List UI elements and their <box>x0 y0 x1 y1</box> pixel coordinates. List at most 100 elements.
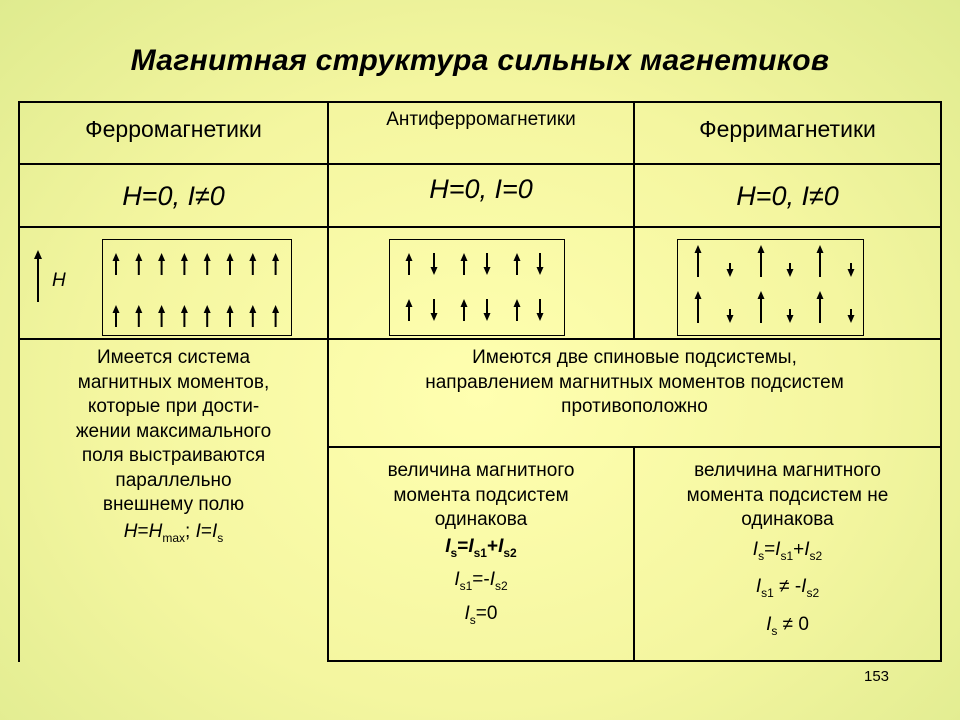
f-sub: s1 <box>459 579 473 594</box>
table-line <box>18 338 942 340</box>
slide-title: Магнитная структура сильных магнетиков <box>130 44 830 77</box>
shared-text-line: противоположно <box>561 396 708 417</box>
spin-up-arrow-icon <box>180 305 188 327</box>
ferro-text-line: которые при дости- <box>87 396 260 417</box>
antiferro-spin-box <box>389 239 565 336</box>
spin-up-arrow-icon <box>158 305 166 327</box>
f-sym: I <box>775 538 781 560</box>
ferro-text-line: магнитных моментов, <box>77 371 270 393</box>
f-sym: I <box>498 535 504 557</box>
spin-up-arrow-icon <box>226 305 234 327</box>
spin-down-arrow-icon <box>536 253 544 275</box>
shared-description: Имеются две спиновые подсистемы, направл… <box>329 346 940 420</box>
spin-down-arrow-icon <box>430 299 438 321</box>
f-op: ≠ - <box>773 576 802 598</box>
spin-up-arrow-icon <box>158 253 166 275</box>
ferri-formula-1: Is=Is1+Is2 <box>635 536 940 570</box>
spin-up-arrow-icon <box>203 305 211 327</box>
shared-text-line: направлением магнитных моментов подсисте… <box>425 371 844 393</box>
ferro-formula: H=Hmax; I=Is <box>22 520 325 550</box>
f-sym: I <box>804 538 810 560</box>
f-sym: I <box>195 520 201 542</box>
table-line <box>18 101 20 662</box>
spin-up-arrow-icon <box>405 299 413 321</box>
spin-up-arrow-icon <box>694 245 702 277</box>
f-op: = <box>457 535 469 557</box>
f-sub: s2 <box>806 586 820 601</box>
spin-down-arrow-icon <box>726 263 734 277</box>
spin-up-arrow-icon <box>112 305 120 327</box>
f-sub: s1 <box>761 586 774 601</box>
f-sym: H <box>148 520 163 542</box>
f-op: + <box>486 535 499 557</box>
spin-up-arrow-icon <box>272 305 280 327</box>
spin-down-arrow-icon <box>786 263 794 277</box>
antiferro-spin-diagram <box>405 253 544 321</box>
ferri-description: величина магнитного момента подсистем не… <box>635 459 940 645</box>
ferro-text-line: параллельно <box>115 469 232 491</box>
spin-up-arrow-icon <box>135 305 143 327</box>
f-sym: I <box>489 569 495 591</box>
f-op: = <box>200 520 212 542</box>
f-sym: I <box>454 569 460 591</box>
header-ferrimagnets: Ферримагнетики <box>699 116 876 142</box>
antiferro-formula-2: Is1=-Is2 <box>329 566 633 600</box>
spin-down-arrow-icon <box>483 299 491 321</box>
ferri-text-line: момента подсистем не <box>686 484 889 506</box>
ferro-text-line: внешнему полю <box>102 494 245 515</box>
f-sub: s2 <box>809 548 823 563</box>
spin-up-arrow-icon <box>513 253 521 275</box>
condition-ferri: H=0, I≠0 <box>635 181 940 212</box>
spin-up-arrow-icon <box>272 253 280 275</box>
f-op: = <box>137 520 149 542</box>
f-op: =0 <box>475 603 498 625</box>
ferri-spin-diagram <box>694 245 855 323</box>
spin-up-arrow-icon <box>816 245 824 277</box>
spin-down-arrow-icon <box>847 309 855 323</box>
spin-up-arrow-icon <box>249 253 257 275</box>
table-line <box>633 101 635 338</box>
f-sub: s <box>217 530 224 545</box>
spin-down-arrow-icon <box>430 253 438 275</box>
spin-up-arrow-icon <box>694 291 702 323</box>
f-sub: s2 <box>495 579 508 594</box>
antiferro-text-line: момента подсистем <box>393 484 569 506</box>
f-sym: I <box>801 576 807 598</box>
f-sub: s <box>771 623 778 638</box>
table-line <box>940 101 942 662</box>
f-sym: H <box>123 520 138 542</box>
f-sym: I <box>752 538 759 560</box>
f-sub: s1 <box>780 548 794 563</box>
f-op: = <box>764 538 776 560</box>
ferri-spin-box <box>677 239 864 336</box>
f-op: =- <box>472 569 490 591</box>
spin-up-arrow-icon <box>405 253 413 275</box>
spin-up-arrow-icon <box>513 299 521 321</box>
table-line <box>327 101 329 662</box>
antiferro-description: величина магнитного момента подсистем од… <box>329 459 633 634</box>
field-arrow-icon <box>34 250 42 302</box>
table-line <box>18 101 942 103</box>
spin-up-arrow-icon <box>180 253 188 275</box>
antiferro-formula-1: Is=Is1+Is2 <box>329 533 633 567</box>
table-line <box>633 446 635 662</box>
antiferro-formula-3: Is=0 <box>329 600 633 634</box>
table-line <box>18 226 942 228</box>
ferri-text-line: величина магнитного <box>694 460 881 481</box>
spin-up-arrow-icon <box>112 253 120 275</box>
spin-down-arrow-icon <box>483 253 491 275</box>
spin-down-arrow-icon <box>536 299 544 321</box>
ferro-spin-box <box>102 239 292 336</box>
f-op: ≠ 0 <box>777 614 809 636</box>
ferro-text-line: жении максимального <box>75 420 272 442</box>
spin-up-arrow-icon <box>249 305 257 327</box>
antiferro-text-line: одинакова <box>434 509 528 530</box>
f-op: ; <box>185 520 196 542</box>
condition-ferro: H=0, I≠0 <box>20 181 327 212</box>
condition-antiferro-text: H=0, I=0 <box>429 174 533 204</box>
header-antiferromagnets: Антиферромагнетики <box>386 109 576 130</box>
ferri-formula-2: Is1 ≠ -Is2 <box>635 573 940 607</box>
spin-up-arrow-icon <box>135 253 143 275</box>
spin-up-arrow-icon <box>757 291 765 323</box>
